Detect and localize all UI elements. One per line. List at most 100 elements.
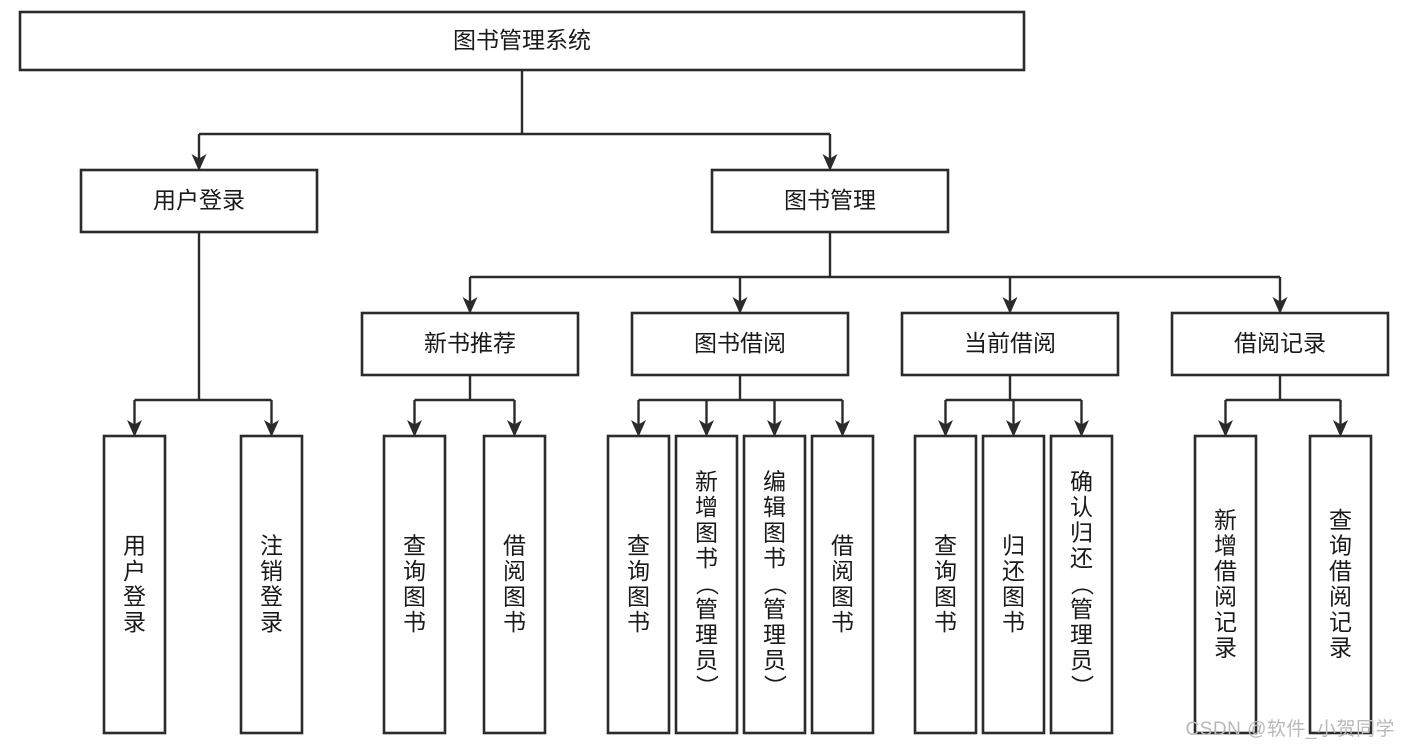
edge-current_borrow-leaf-arrow-icon-2 [1074, 420, 1089, 437]
leaf-return-book-label-char: 书 [1002, 609, 1025, 635]
leaf-query-book-rec-label-char: 询 [403, 558, 426, 584]
leaf-edit-book-label-char: 理 [763, 622, 786, 648]
node-book_borrow[interactable]: 图书借阅 [630, 311, 850, 377]
leaf-query-record-box[interactable] [1308, 434, 1373, 735]
leaf-query-record-label-char: 阅 [1329, 583, 1352, 609]
node-user_login[interactable]: 用户登录 [79, 168, 319, 234]
node-label-root: 图书管理系统 [453, 27, 591, 53]
leaf-logout-box[interactable] [239, 434, 304, 735]
leaf-query-book-rec-box[interactable] [382, 434, 447, 735]
leaf-add-book-label-char: 图 [695, 520, 718, 546]
leaf-query-book-rec-label-char: 图 [403, 583, 426, 609]
node-box-user_login[interactable] [79, 168, 319, 234]
node-box-book_manage[interactable] [710, 168, 950, 234]
node-current_borrow[interactable]: 当前借阅 [900, 311, 1120, 377]
edge-user_login-leaf-arrow-icon-0 [127, 420, 142, 437]
leaf-borrow-book-rec-box[interactable] [482, 434, 547, 735]
leaf-add-record-label-char: 新 [1214, 507, 1237, 533]
leaf-edit-book-label-char: 辑 [763, 494, 786, 520]
node-new_book_rec[interactable]: 新书推荐 [360, 311, 580, 377]
leaf-query-book-cb-label-char: 查 [934, 532, 957, 558]
edge-book-manage-arrow-icon-3 [1272, 297, 1288, 314]
edge-new_book_rec-leaf-arrow-icon-1 [507, 420, 522, 437]
leaf-return-book-label-char: 还 [1002, 558, 1025, 584]
leaf-confirm-return-label-char: 理 [1070, 622, 1093, 648]
leaf-confirm-return-label-char: 员 [1070, 647, 1093, 673]
leaf-user-login[interactable]: 用户登录 [102, 434, 167, 735]
leaf-query-book-bb-label-char: 书 [627, 609, 650, 635]
leaf-query-book-bb-label-char: 图 [627, 583, 650, 609]
leaf-edit-book-box[interactable] [742, 434, 807, 735]
node-book_manage[interactable]: 图书管理 [710, 168, 950, 234]
leaf-query-book-cb-label-char: 询 [934, 558, 957, 584]
leaf-user-login-box[interactable] [102, 434, 167, 735]
leaf-edit-book-label-char: 员 [763, 647, 786, 673]
edge-book_borrow-leaf-arrow-icon-1 [699, 420, 714, 437]
leaf-query-book-cb-label-char: 图 [934, 583, 957, 609]
leaf-add-book-label-char: 增 [695, 494, 718, 520]
edge-book_borrow-leaf-arrow-icon-2 [767, 420, 782, 437]
leaf-query-book-bb-box[interactable] [606, 434, 671, 735]
leaf-add-book-label-char: ） [694, 675, 720, 698]
leaf-edit-book-label-char: 书 [763, 545, 786, 571]
leaf-logout-label-char: 销 [260, 558, 283, 584]
leaf-confirm-return-label-char: 还 [1070, 545, 1093, 571]
leaf-logout-label-char: 登 [260, 583, 283, 609]
leaf-return-book-label-char: 图 [1002, 583, 1025, 609]
leaf-add-record-box[interactable] [1193, 434, 1258, 735]
leaf-borrow-book-bb-label-char: 图 [831, 583, 854, 609]
leaf-user-login-label-char: 户 [123, 558, 146, 584]
leaf-edit-book-label-char: 管 [763, 596, 786, 622]
leaf-borrow-book-bb-box[interactable] [810, 434, 875, 735]
edge-new_book_rec-leaf-arrow-icon-0 [407, 420, 422, 437]
edge-borrow_record-leaf-arrow-icon-1 [1333, 420, 1348, 437]
leaf-query-record-label-char: 借 [1329, 558, 1352, 584]
node-box-new_book_rec[interactable] [360, 311, 580, 377]
leaf-add-book-label-char: 新 [695, 469, 718, 495]
leaf-query-book-rec-label-char: 书 [403, 609, 426, 635]
leaf-borrow-book-rec-label-char: 书 [503, 609, 526, 635]
node-box-borrow_record[interactable] [1170, 311, 1390, 377]
leaf-confirm-return-box[interactable] [1049, 434, 1114, 735]
leaf-add-book-box[interactable] [674, 434, 739, 735]
leaf-query-record-label-char: 记 [1329, 609, 1352, 635]
edge-user_login-leaf-arrow-icon-1 [264, 420, 279, 437]
leaf-return-book-box[interactable] [981, 434, 1046, 735]
edge-current_borrow-leaf-arrow-icon-1 [1006, 420, 1021, 437]
leaf-borrow-book-bb-label-char: 书 [831, 609, 854, 635]
leaf-add-record-label-char: 阅 [1214, 583, 1237, 609]
node-box-book_borrow[interactable] [630, 311, 850, 377]
leaf-borrow-book-rec-label-char: 借 [503, 532, 526, 558]
leaf-edit-book-label-char: 编 [763, 469, 786, 495]
leaf-add-book-label-char: 书 [695, 545, 718, 571]
leaf-user-login-label-char: 登 [123, 583, 146, 609]
leaf-query-book-cb-label-char: 书 [934, 609, 957, 635]
leaf-query-book-bb-label-char: 询 [627, 558, 650, 584]
leaf-confirm-return-label-char: 归 [1070, 520, 1093, 546]
leaf-query-book-bb-label-char: 查 [627, 532, 650, 558]
node-root[interactable]: 图书管理系统 [18, 10, 1026, 72]
leaf-add-record-label-char: 记 [1214, 609, 1237, 635]
node-borrow_record[interactable]: 借阅记录 [1170, 311, 1390, 377]
node-label-book_manage: 图书管理 [784, 187, 876, 213]
leaf-add-book-label-char: 理 [695, 622, 718, 648]
leaf-query-book-cb-box[interactable] [913, 434, 978, 735]
leaf-add-record-label-char: 录 [1214, 634, 1237, 660]
node-box-current_borrow[interactable] [900, 311, 1120, 377]
node-box-root[interactable] [18, 10, 1026, 72]
node-label-new_book_rec: 新书推荐 [424, 330, 516, 356]
leaf-user-login-label-char: 用 [123, 532, 146, 558]
